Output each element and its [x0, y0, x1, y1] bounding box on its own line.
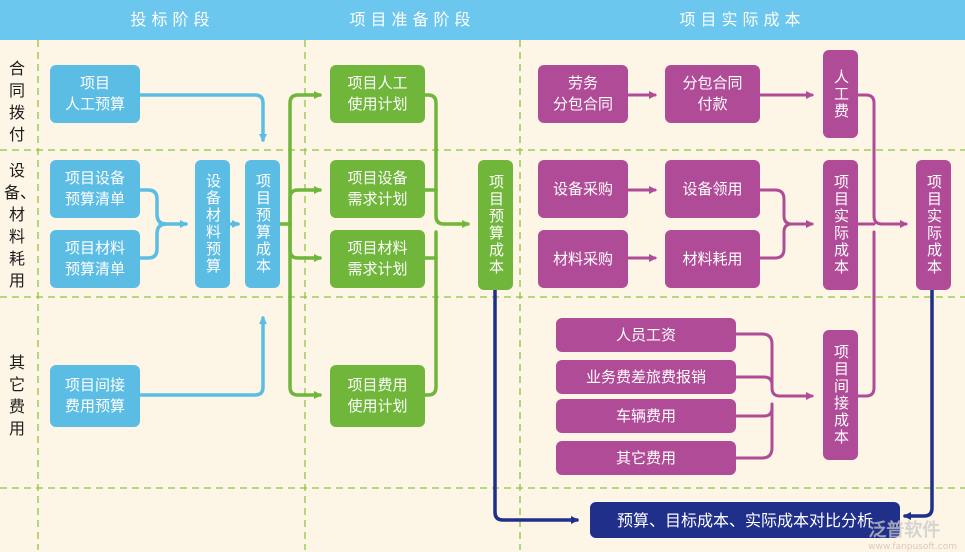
material-demand-plan-box: 项目材料需求计划	[330, 230, 425, 288]
phase-actual-cost: 项目实际成本	[679, 10, 806, 29]
material-purchase-box: 材料采购	[538, 230, 628, 288]
business-travel-reimbursement-box: 业务费差旅费报销	[556, 360, 736, 394]
project-actual-cost-total-box: 项目实际成本	[916, 160, 951, 290]
expense-usage-plan-box: 项目费用使用计划	[330, 365, 425, 427]
comparison-analysis-box: 预算、目标成本、实际成本对比分析	[590, 502, 900, 538]
row-label-other: 其它费用	[8, 353, 25, 438]
labor-budget-box: 项目人工预算	[50, 65, 140, 123]
material-budget-list-box: 项目材料预算清单	[50, 230, 140, 288]
phase-bid: 投标阶段	[130, 10, 215, 29]
indirect-cost-budget-box: 项目间接费用预算	[50, 365, 140, 427]
equipment-budget-list-box: 项目设备预算清单	[50, 160, 140, 218]
project-actual-cost-mid-box: 项目实际成本	[823, 160, 858, 290]
project-indirect-cost-box: 项目间接成本	[823, 330, 858, 460]
subcontract-payment-box: 分包合同付款	[665, 65, 760, 123]
staff-wages-box: 人员工资	[556, 318, 736, 352]
other-cost-box: 其它费用	[556, 441, 736, 475]
labor-usage-plan-box: 项目人工使用计划	[330, 65, 425, 123]
row-label-contract: 合同拨付	[8, 59, 25, 144]
phase-header-bar	[0, 0, 965, 40]
material-consumption-box: 材料耗用	[665, 230, 760, 288]
equipment-material-budget-box: 设备材料预算	[195, 160, 230, 288]
equipment-use-box: 设备领用	[665, 160, 760, 218]
watermark-logo: 泛普软件 www.fanpusoft.com	[868, 520, 957, 552]
row-label-equipment-material: 设备、材料耗用	[4, 161, 37, 290]
labor-subcontract-box: 劳务分包合同	[538, 65, 628, 123]
vehicle-cost-box: 车辆费用	[556, 399, 736, 433]
equipment-demand-plan-box: 项目设备需求计划	[330, 160, 425, 218]
prep-project-budget-cost-box: 项目预算成本	[478, 160, 513, 290]
equipment-purchase-box: 设备采购	[538, 160, 628, 218]
bid-project-budget-cost-box: 项目预算成本	[245, 160, 280, 288]
phase-preparation: 项目准备阶段	[349, 10, 476, 29]
labor-cost-box: 人工费	[823, 50, 858, 138]
